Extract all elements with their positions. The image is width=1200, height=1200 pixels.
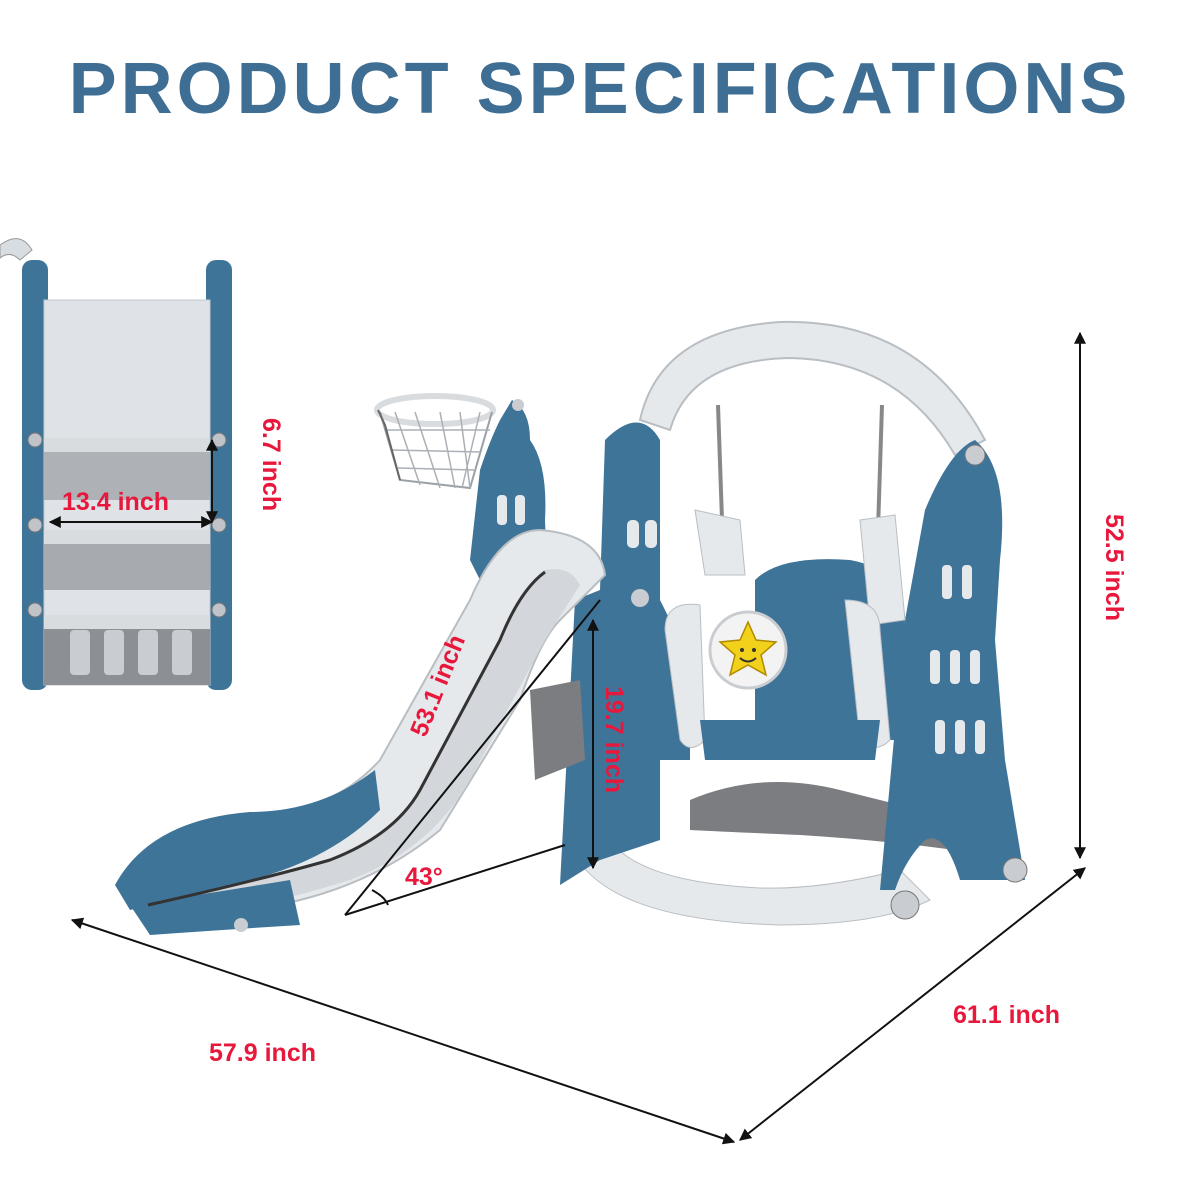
platform-height-label: 19.7 inch — [600, 686, 628, 793]
ladder-closeup — [0, 238, 232, 690]
slide-angle-label: 43° — [405, 863, 443, 891]
ladder-width-label: 13.4 inch — [62, 488, 169, 516]
depth-label: 61.1 inch — [953, 1001, 1060, 1029]
page-title: PRODUCT SPECIFICATIONS — [68, 49, 1132, 129]
smiling-star-icon — [718, 620, 778, 677]
length-label: 57.9 inch — [209, 1039, 316, 1067]
total-height-label: 52.5 inch — [1100, 514, 1128, 621]
step-height-label: 6.7 inch — [257, 418, 285, 512]
swing-seat — [664, 509, 906, 760]
